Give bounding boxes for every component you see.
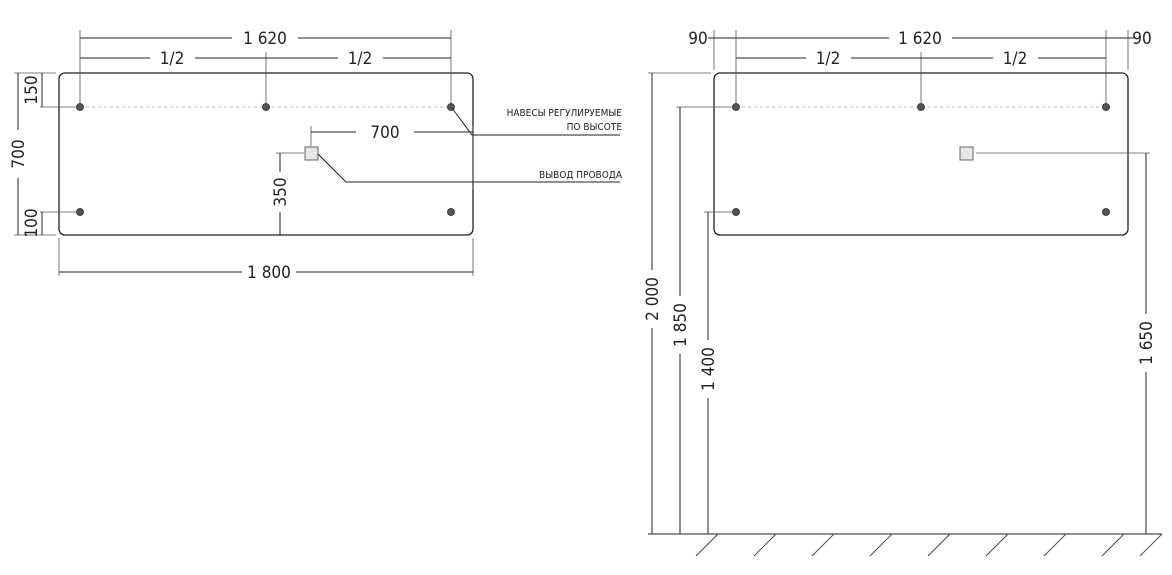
leader-hinges [451, 107, 620, 136]
floor-hatch [695, 533, 1163, 557]
dim-height: 700 [9, 139, 29, 168]
dim-hinge-height: 1 850 [671, 303, 691, 347]
install-view: 1 620 90 90 1/2 1/2 2 000 1 850 1 400 1 … [643, 29, 1163, 557]
dim-top-offset: 150 [22, 75, 42, 104]
dim-lower-hinge-height: 1 400 [699, 347, 719, 391]
dim-outlet-x: 700 [370, 123, 399, 143]
dim-overall-width: 1 800 [247, 263, 291, 283]
hinge-hole [76, 208, 84, 216]
front-view: 1 620 1/2 1/2 1 800 700 150 100 700 [9, 29, 623, 283]
wire-outlet-box [959, 146, 974, 161]
dim-outlet-height: 1 650 [1137, 321, 1157, 365]
hinge-hole [1102, 103, 1110, 111]
dim-outlet-y: 350 [271, 177, 291, 206]
hinge-hole [732, 103, 740, 111]
dim-top-height: 2 000 [643, 277, 663, 321]
hinge-hole [76, 103, 84, 111]
leader-outlet [317, 153, 620, 183]
wire-outlet-box [304, 146, 319, 161]
hinge-hole [732, 208, 740, 216]
hinge-hole [917, 103, 925, 111]
dim-hinge-span: 1 620 [243, 29, 287, 49]
dim-edge-right: 90 [1132, 29, 1151, 49]
note-hinges-line1: НАВЕСЫ РЕГУЛИРУЕМЫЕ [507, 108, 623, 119]
note-hinges-line2: ПО ВЫСОТЕ [567, 122, 623, 133]
hinge-hole [1102, 208, 1110, 216]
note-outlet: ВЫВОД ПРОВОДА [539, 170, 623, 181]
hinge-hole [447, 208, 455, 216]
dim-half-left: 1/2 [160, 49, 185, 69]
dim-bottom-offset: 100 [22, 208, 42, 237]
hinge-hole [262, 103, 270, 111]
dim-half-right: 1/2 [348, 49, 373, 69]
dim-install-half-left: 1/2 [816, 49, 841, 69]
dim-install-half-right: 1/2 [1003, 49, 1028, 69]
dim-install-hinge-span: 1 620 [898, 29, 942, 49]
dim-edge-left: 90 [688, 29, 707, 49]
